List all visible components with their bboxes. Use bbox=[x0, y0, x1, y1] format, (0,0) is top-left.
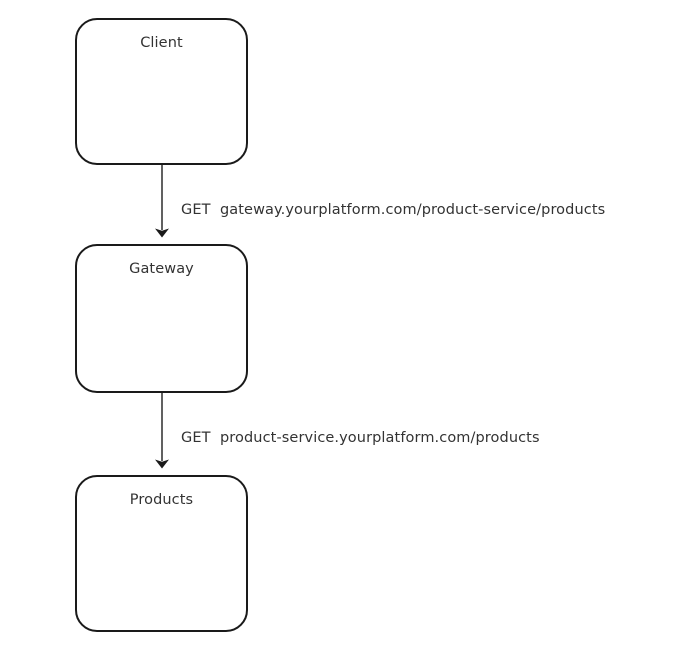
node-client-label: Client bbox=[140, 35, 183, 51]
node-gateway[interactable]: Gateway bbox=[75, 244, 248, 393]
node-products-label: Products bbox=[129, 492, 194, 508]
node-products[interactable]: Products bbox=[75, 475, 248, 632]
node-client[interactable]: Client bbox=[75, 18, 248, 165]
edge-label-client-to-gateway: GET gateway.yourplatform.com/product-ser… bbox=[181, 202, 606, 218]
node-gateway-label: Gateway bbox=[129, 261, 194, 277]
edge-label-gateway-to-products: GET product-service.yourplatform.com/pro… bbox=[181, 430, 540, 446]
